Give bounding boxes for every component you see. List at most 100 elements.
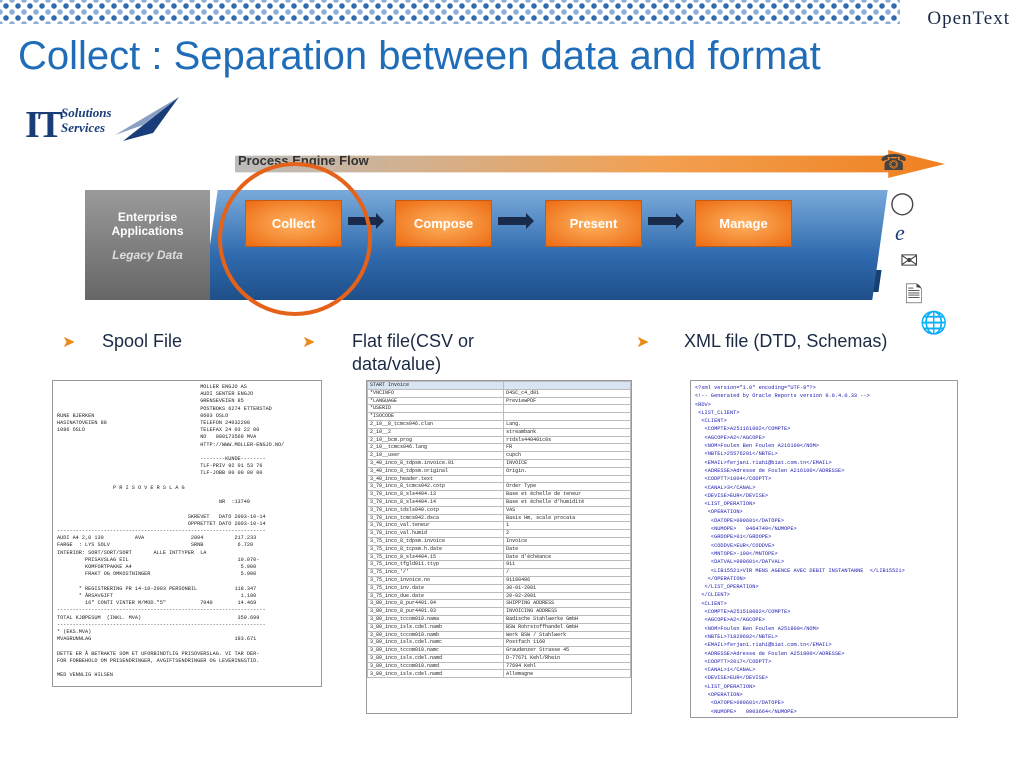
table-cell: 2_10__user xyxy=(367,451,505,460)
table-cell: 2 xyxy=(503,529,631,538)
table-cell: Base et échelle de teneur xyxy=(503,490,631,499)
table-cell: 3_80_inco_8_pur4401.04 xyxy=(367,599,505,609)
table-row: 3_75_inco_'/'/ xyxy=(367,568,631,577)
table-cell: Date d'échéance xyxy=(503,552,631,562)
bullet-arrow-icon: ➤ xyxy=(62,334,76,351)
table-cell: 3_75_inco_inv.date xyxy=(367,583,505,593)
stage-manage: Manage xyxy=(695,200,792,247)
output-channel-icons: ☎ ◯ e ✉ 🗎 🌐 xyxy=(855,150,965,350)
table-cell: 91100486 xyxy=(503,575,631,585)
table-cell: Order Type xyxy=(503,482,631,492)
enterprise-label: Enterprise Applications xyxy=(111,210,184,238)
table-cell: Base et échelle d'humidité xyxy=(503,497,631,507)
table-cell: 3_75_inco_invoice.no xyxy=(367,575,505,585)
bullet-flat-file: Flat file(CSV or data/value) xyxy=(352,331,475,374)
table-cell: 3_75_inco_8_tcpsm.h.date xyxy=(367,544,505,554)
table-cell: 3_80_inco_isls.cdel.namb xyxy=(367,622,505,632)
legacy-label: Legacy Data xyxy=(112,248,183,262)
table-cell: 3_80_inco_tccom010.namc xyxy=(367,646,505,655)
logo-swoosh-icon xyxy=(115,97,179,141)
table-cell: D-77671 Kehl/Rhein xyxy=(503,653,631,663)
format-bullets: ➤ Spool File ➤ Flat file(CSV or data/val… xyxy=(0,330,1024,380)
table-cell: Werk BSW / Stahlwerk xyxy=(503,630,631,640)
table-cell: 30-01-2001 xyxy=(503,583,631,593)
table-cell: PreviewPDF xyxy=(503,396,631,406)
table-cell: 77694 Kehl xyxy=(503,661,631,671)
globe-icon: 🌐 xyxy=(920,310,948,335)
table-cell: *USERID xyxy=(367,404,505,414)
table-row: *USERID xyxy=(367,404,631,414)
table-cell: cupch xyxy=(503,451,631,460)
xml-file-text: <?xml version="1.0" encoding="UTF-8"?> <… xyxy=(695,385,905,715)
stage-arrow-2 xyxy=(498,213,534,229)
table-cell: 3_70_inco_8_sls4404.13 xyxy=(367,490,505,499)
email-icon: ✉ xyxy=(900,248,919,273)
opentext-logo: OpenText xyxy=(927,8,1010,29)
database-icon: ◯ xyxy=(890,190,915,215)
table-cell: Basis Hm, scale procata xyxy=(503,513,631,523)
bullet-spool-file: Spool File xyxy=(102,331,183,351)
table-cell: 2_10__8_tcmcs046.clan xyxy=(367,419,505,429)
table-cell: FR xyxy=(503,443,631,453)
bullet-arrow-icon: ➤ xyxy=(636,334,650,351)
bullet-arrow-icon: ➤ xyxy=(302,334,316,351)
collect-highlight-circle xyxy=(218,162,372,316)
table-cell: 3_80_inco_isls.cdel.namd xyxy=(367,669,505,679)
table-cell: 2_10__tcmcs046.lang xyxy=(367,443,505,453)
table-cell: streambank xyxy=(503,427,631,437)
table-cell: BSW Rohrstoffhandel GmbH xyxy=(503,622,631,632)
table-cell: Postfach 1160 xyxy=(503,638,631,648)
table-cell: 3_70_inco_8_tcmcs042.cotp xyxy=(367,482,505,492)
table-cell: Date xyxy=(503,544,631,554)
table-cell: D4SC_c4_d01 xyxy=(503,388,631,398)
table-row: START Invoice xyxy=(367,381,631,390)
table-cell xyxy=(503,381,631,390)
table-cell xyxy=(503,412,631,421)
table-cell: 3_40_inco_8_tdpsm.original xyxy=(367,466,505,476)
table-cell: Graudenzer Strasse 45 xyxy=(503,646,631,655)
table-cell: 911 xyxy=(503,560,631,570)
stage-compose: Compose xyxy=(395,200,492,247)
table-cell: 3_40_inco_header.text xyxy=(367,474,505,484)
table-cell: 3_80_inco_tccom010.namb xyxy=(367,630,505,640)
table-cell: Badische Stahlwerke GmbH xyxy=(503,614,631,624)
table-cell: 3_75_inco_8_tdpsm.invoice xyxy=(367,536,505,546)
process-engine-diagram: Process Engine Flow Enterprise Applicati… xyxy=(60,150,960,340)
xml-file-preview: <?xml version="1.0" encoding="UTF-8"?> <… xyxy=(690,380,958,718)
table-cell: 3_40_inco_8_tdpsm.invoice.01 xyxy=(367,458,505,468)
table-cell: / xyxy=(503,568,631,577)
table-cell: 1 xyxy=(503,521,631,531)
header-dot-pattern xyxy=(0,0,900,24)
stage-arrow-3 xyxy=(648,213,684,229)
table-cell xyxy=(503,404,631,414)
enterprise-applications-box: Enterprise Applications Legacy Data xyxy=(85,190,210,300)
